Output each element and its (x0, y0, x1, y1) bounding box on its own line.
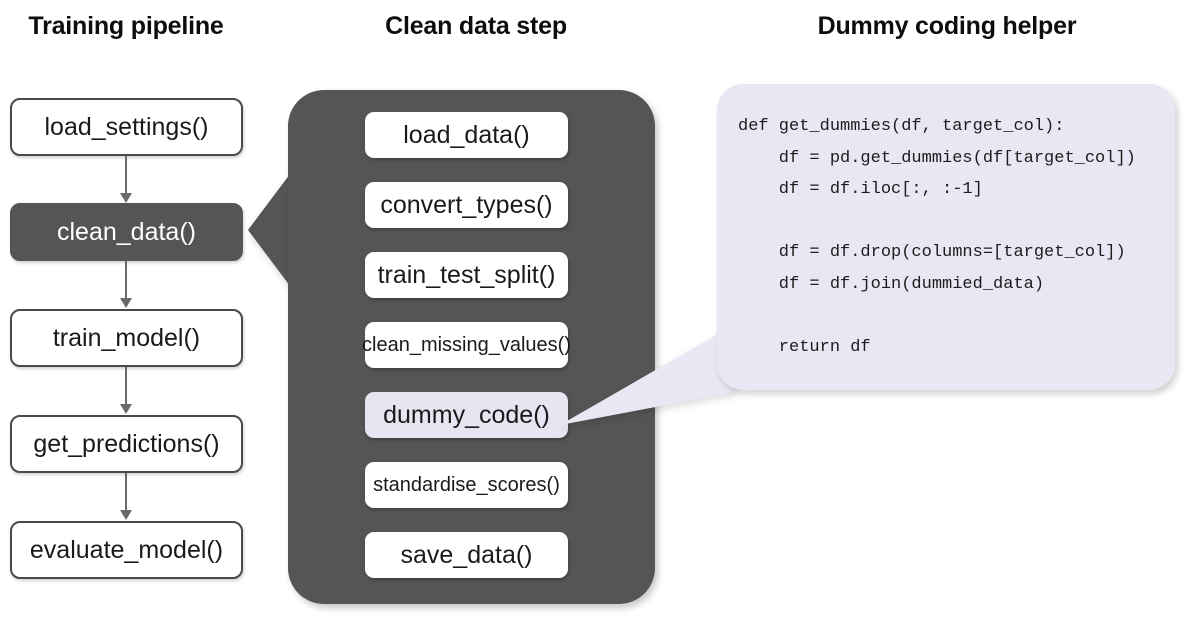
pipeline-step-evaluate-model[interactable]: evaluate_model() (10, 521, 243, 579)
section-title-training-pipeline: Training pipeline (28, 12, 224, 40)
clean-step-clean-missing-values[interactable]: clean_missing_values() (362, 322, 571, 368)
pipeline-step-train-model[interactable]: train_model() (10, 309, 243, 367)
clean-step-load-data[interactable]: load_data() (365, 112, 568, 158)
pipeline-arrow-1 (120, 156, 132, 203)
clean-step-save-data[interactable]: save_data() (365, 532, 568, 578)
pipeline-arrow-2 (120, 261, 132, 308)
section-title-clean-data-step: Clean data step (385, 12, 567, 40)
pipeline-step-load-settings[interactable]: load_settings() (10, 98, 243, 156)
clean-step-convert-types[interactable]: convert_types() (365, 182, 568, 228)
callout-tail-icon (560, 330, 735, 425)
pipeline-arrow-4 (120, 473, 132, 520)
pipeline-step-clean-data[interactable]: clean_data() (10, 203, 243, 261)
clean-panel-pointer-icon (248, 170, 293, 290)
code-snippet: def get_dummies(df, target_col): df = pd… (738, 117, 1136, 357)
pipeline-arrow-3 (120, 367, 132, 414)
clean-step-dummy-code[interactable]: dummy_code() (365, 392, 568, 438)
clean-step-train-test-split[interactable]: train_test_split() (365, 252, 568, 298)
dummy-coding-code-callout (717, 84, 1175, 390)
section-title-dummy-coding-helper: Dummy coding helper (817, 12, 1077, 40)
clean-step-standardise-scores[interactable]: standardise_scores() (365, 462, 568, 508)
pipeline-step-get-predictions[interactable]: get_predictions() (10, 415, 243, 473)
